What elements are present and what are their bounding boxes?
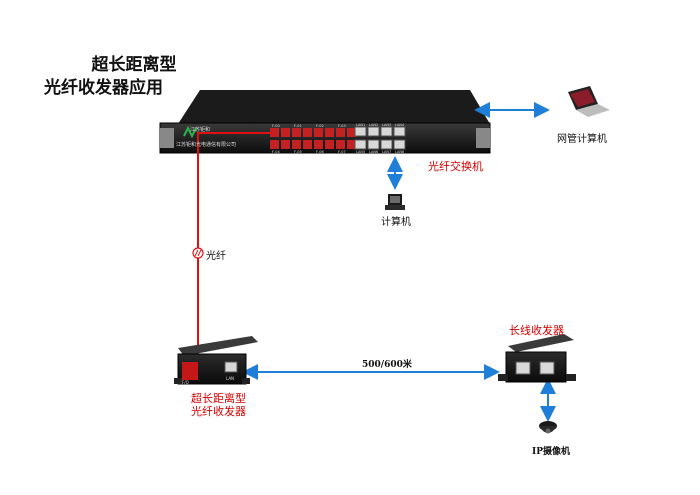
camera-label: IP摄像机: [532, 447, 570, 457]
fiber-port-label: F-05: [294, 150, 302, 154]
fiber-cable: [197, 132, 272, 375]
transceiver-fo-port-label: F/O: [182, 380, 189, 385]
fiber-port-label: F-01: [294, 124, 302, 128]
title-line-2: 光纤收发器应用: [44, 78, 163, 98]
laptop-icon: [568, 86, 610, 117]
switch-label: 光纤交换机: [428, 160, 483, 173]
lan-port-label: LAN7: [382, 150, 391, 154]
fiber-port-label: F-07: [338, 150, 346, 154]
fiber-transceiver-device: [174, 336, 258, 385]
lan-port-label: LAN8: [395, 150, 404, 154]
laptop-label: 网管计算机: [557, 134, 607, 145]
fiber-port-label: F-00: [272, 124, 280, 128]
fiber-port-group: [270, 128, 356, 149]
lan-port-label: LAN1: [356, 123, 365, 127]
lan-port-label: LAN3: [382, 123, 391, 127]
fiber-label: 光纤: [206, 251, 226, 262]
ip-camera-icon: [539, 421, 557, 434]
fiber-transceiver-label-line-1: 超长距离型: [191, 392, 246, 405]
fiber-port-label: F-02: [316, 124, 324, 128]
fiber-transceiver-label-line-2: 光纤收发器: [191, 405, 246, 418]
title-line-1: 超长距离型: [91, 55, 177, 75]
fiber-port-icon: [182, 362, 198, 380]
fiber-switch: [159, 90, 491, 154]
computer-icon: [385, 194, 405, 210]
lan-port-label: LAN5: [356, 150, 365, 154]
lan-port-group: [354, 126, 406, 150]
transceiver-lan-port-label: LAN: [226, 376, 235, 381]
computer-label: 计算机: [381, 217, 411, 228]
lan-port-label: LAN4: [395, 123, 405, 127]
brand-logo-icon: [183, 125, 197, 139]
fiber-port-label: F-06: [316, 150, 324, 154]
fiber-break-icon: [192, 247, 204, 259]
fiber-transceiver-label: 超长距离型 光纤收发器: [191, 392, 246, 418]
fiber-port-label: F-03: [338, 124, 346, 128]
lan-port-icon: [515, 361, 531, 375]
link-distance-label: 500/600米: [362, 360, 412, 370]
lan-port-label: LAN6: [369, 150, 378, 154]
lan-port-icon: [539, 361, 555, 375]
switch-company: 江苏钜和光电通信有限公司: [176, 142, 237, 148]
long-line-transceiver-device: [498, 334, 576, 383]
long-transceiver-label: 长线收发器: [509, 324, 564, 337]
switch-brand: 江苏钜和: [190, 127, 211, 133]
lan-port-label: LAN2: [369, 123, 378, 127]
diagram-title: 超长距离型 光纤收发器应用: [44, 54, 224, 100]
fiber-port-label: F-04: [272, 150, 281, 154]
lan-port-icon: [224, 361, 238, 373]
